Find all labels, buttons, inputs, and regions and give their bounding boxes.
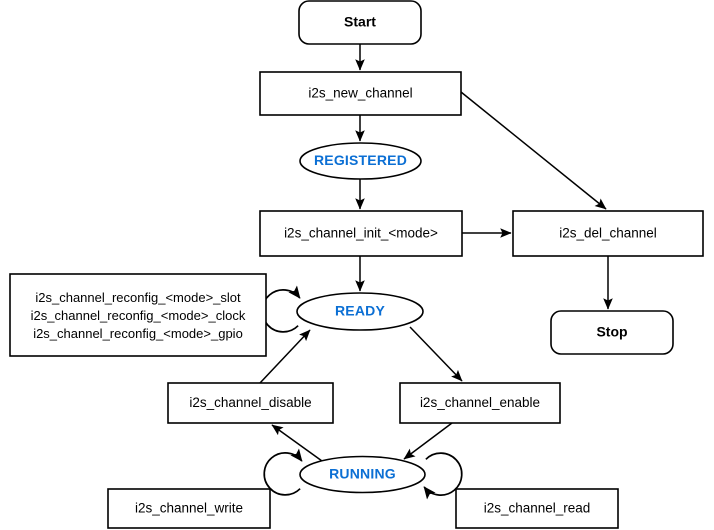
i2s-channel-reconfig-gpio-label: i2s_channel_reconfig_<mode>_gpio xyxy=(33,326,243,341)
i2s-channel-read-label: i2s_channel_read xyxy=(484,501,591,516)
running-shape xyxy=(299,455,426,494)
i2s-channel-init-shape xyxy=(259,210,463,257)
node-i2s-del-channel[interactable]: i2s_del_channel xyxy=(512,210,704,257)
i2s-channel-write-label: i2s_channel_write xyxy=(135,501,243,516)
edge-running-to-channel-disable xyxy=(271,424,323,462)
node-i2s-channel-disable[interactable]: i2s_channel_disable xyxy=(167,382,334,424)
i2s-channel-disable-shape xyxy=(167,382,334,424)
stop-label: Stop xyxy=(596,324,627,340)
stop-shape xyxy=(550,310,674,355)
i2s-channel-enable-shape xyxy=(399,382,561,424)
i2s-channel-reconfig-slot-label: i2s_channel_reconfig_<mode>_slot xyxy=(35,290,241,305)
node-i2s-channel-read[interactable]: i2s_channel_read xyxy=(455,488,619,529)
node-i2s-channel-reconfig[interactable]: i2s_channel_reconfig_<mode>_slot i2s_cha… xyxy=(9,273,267,357)
node-start[interactable]: Start xyxy=(298,0,422,45)
start-shape xyxy=(298,0,422,45)
self-loop-running-read xyxy=(423,452,463,500)
registered-shape xyxy=(299,142,422,180)
node-i2s-channel-enable[interactable]: i2s_channel_enable xyxy=(399,382,561,424)
i2s-new-channel-shape xyxy=(259,71,462,116)
i2s-channel-init-label: i2s_channel_init_<mode> xyxy=(284,226,438,241)
state-running[interactable]: RUNNING xyxy=(299,455,426,494)
running-label: RUNNING xyxy=(329,466,396,482)
i2s-del-channel-shape xyxy=(512,210,704,257)
edge-ready-to-channel-enable xyxy=(409,326,463,382)
state-registered[interactable]: REGISTERED xyxy=(299,142,422,180)
state-ready[interactable]: READY xyxy=(296,292,424,331)
i2s-channel-disable-label: i2s_channel_disable xyxy=(189,395,311,410)
i2s-new-channel-label: i2s_new_channel xyxy=(308,86,412,101)
i2s-channel-write-shape xyxy=(107,488,271,529)
i2s-channel-reconfig-shape xyxy=(9,273,267,357)
node-i2s-new-channel[interactable]: i2s_new_channel xyxy=(259,71,462,116)
registered-label: REGISTERED xyxy=(314,152,407,168)
node-stop[interactable]: Stop xyxy=(550,310,674,355)
edge-channel-disable-to-ready xyxy=(259,329,311,384)
edge-group xyxy=(259,44,613,462)
i2s-channel-read-shape xyxy=(455,488,619,529)
edge-channel-enable-to-running xyxy=(403,422,453,460)
start-label: Start xyxy=(344,14,376,30)
node-i2s-channel-write[interactable]: i2s_channel_write xyxy=(107,488,271,529)
edge-new-channel-to-del-channel xyxy=(460,91,607,210)
ready-label: READY xyxy=(335,303,385,319)
self-loop-running-write xyxy=(263,448,303,496)
i2s-del-channel-label: i2s_del_channel xyxy=(559,226,657,241)
i2s-channel-reconfig-clock-label: i2s_channel_reconfig_<mode>_clock xyxy=(31,308,246,323)
node-i2s-channel-init[interactable]: i2s_channel_init_<mode> xyxy=(259,210,463,257)
i2s-channel-enable-label: i2s_channel_enable xyxy=(420,395,540,410)
self-loop-ready-reconfig xyxy=(261,285,301,333)
ready-shape xyxy=(296,292,424,331)
